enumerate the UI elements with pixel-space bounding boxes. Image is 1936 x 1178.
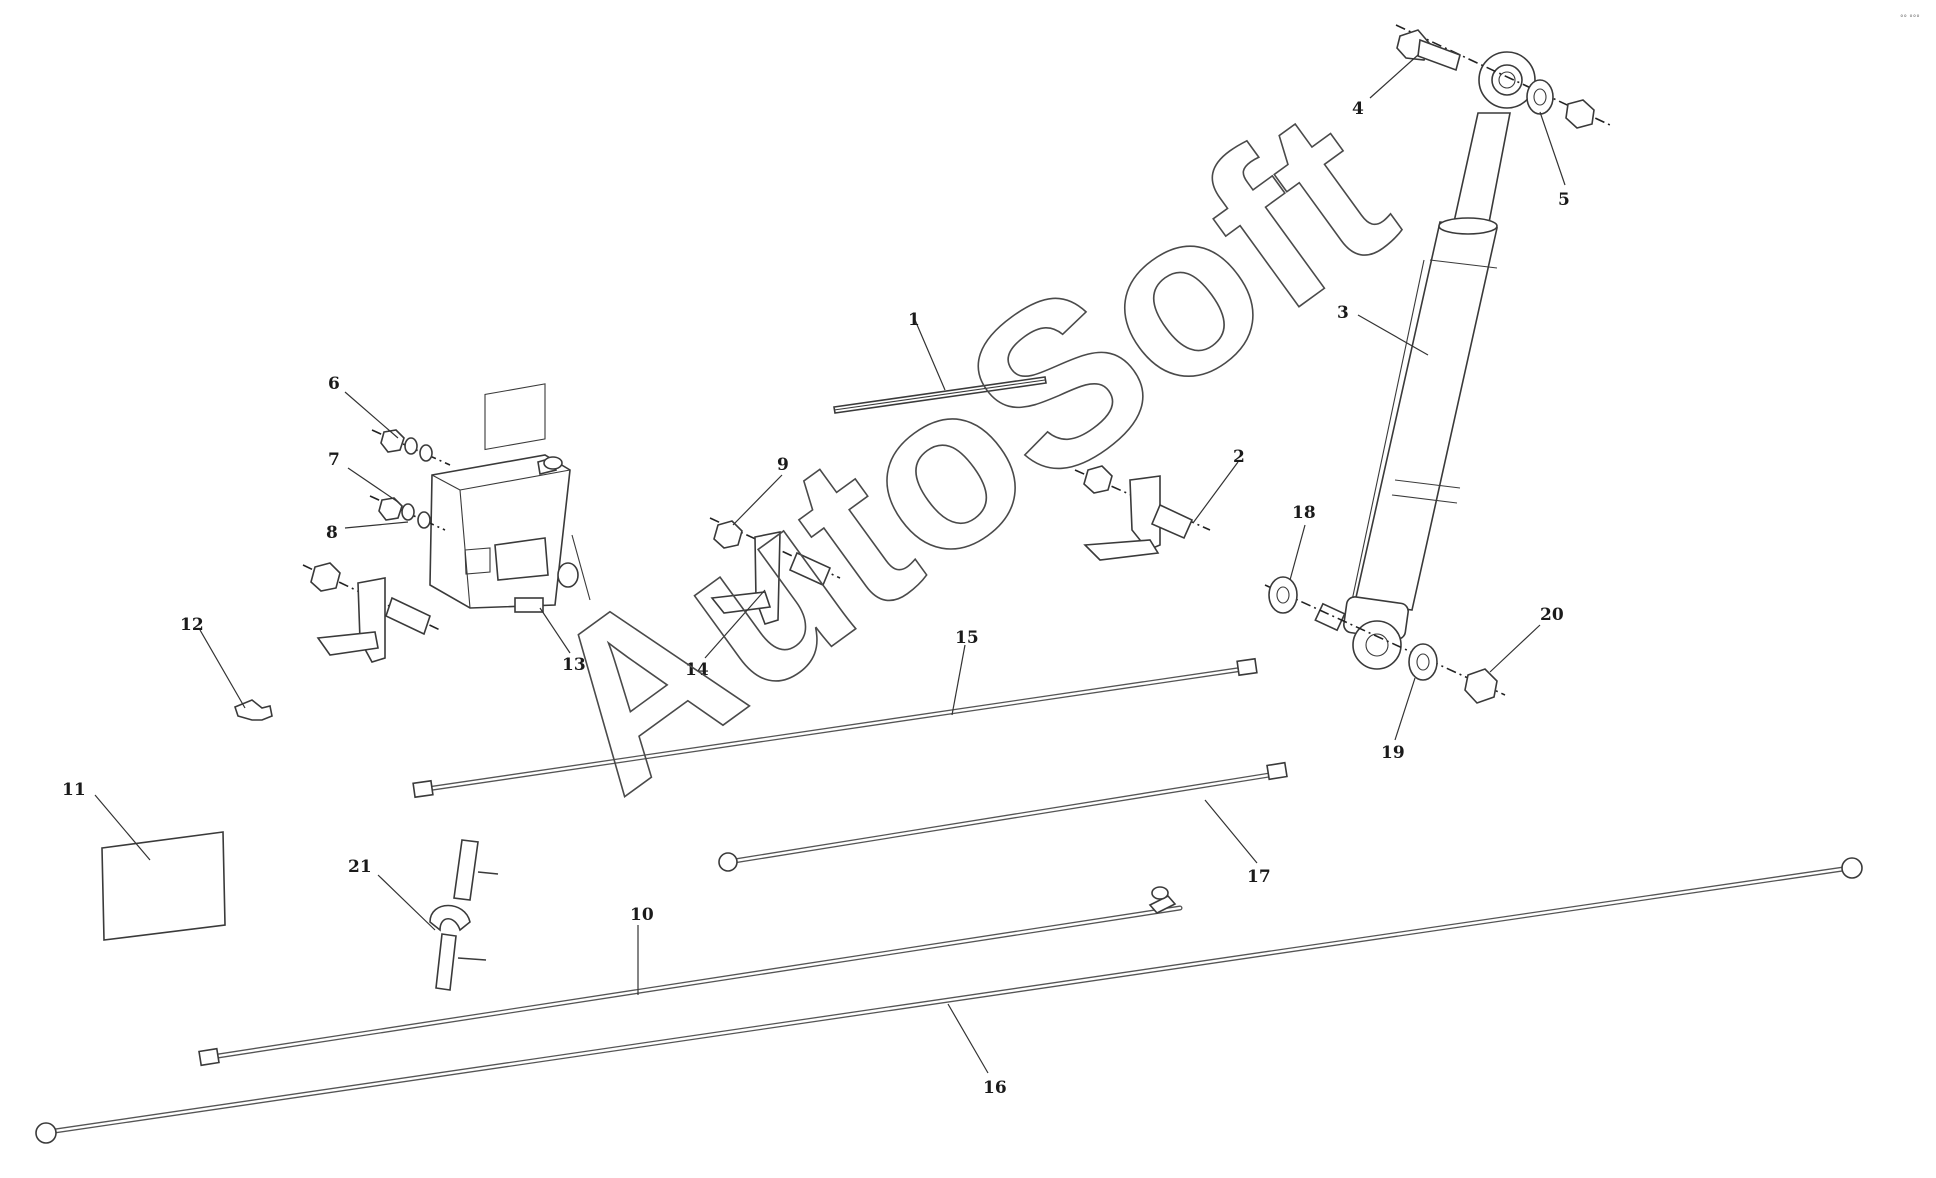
leader-lines [94, 54, 1566, 1074]
callout-4: 4 [1352, 99, 1364, 119]
part-19-washer [1408, 643, 1438, 681]
callout-19: 19 [1381, 743, 1405, 763]
callout-17: 17 [1247, 867, 1271, 887]
callout-2: 2 [1233, 447, 1245, 467]
hose-16 [35, 857, 1863, 1144]
part-12-fitting [234, 699, 273, 721]
callout-13: 13 [562, 655, 586, 675]
hose-10 [198, 886, 1183, 1067]
callout-1: 1 [908, 310, 920, 330]
callout-3: 3 [1337, 303, 1349, 323]
callout-8: 8 [326, 523, 338, 543]
axis-lower [1264, 584, 1506, 696]
part-18-washer [1268, 576, 1298, 614]
callout-9: 9 [777, 455, 789, 475]
callout-10: 10 [630, 905, 654, 925]
part-top-nut [1565, 99, 1595, 129]
callout-16: 16 [983, 1078, 1007, 1098]
callout-14: 14 [685, 660, 709, 680]
callout-6: 6 [328, 374, 340, 394]
callout-15: 15 [955, 628, 979, 648]
part-1-rod [833, 376, 1047, 414]
callout-labels: 1 2 3 4 5 6 7 8 9 10 11 12 13 14 15 16 1… [62, 99, 1570, 1098]
part-4-bolt [1396, 29, 1461, 72]
callout-11: 11 [62, 780, 86, 800]
part-3-strut [1314, 51, 1536, 670]
callout-18: 18 [1292, 503, 1316, 523]
hose-17 [718, 761, 1288, 872]
hose-15 [412, 657, 1258, 799]
part-20-nut [1464, 668, 1498, 704]
watermark-text: AutoSoft [498, 61, 1434, 840]
part-5-washer [1526, 79, 1554, 115]
part-11-plate [101, 831, 226, 941]
callout-5: 5 [1558, 190, 1570, 210]
part-14-bracket [709, 517, 841, 625]
callout-21: 21 [348, 857, 372, 877]
part-21-clamp [429, 839, 499, 991]
callout-20: 20 [1540, 605, 1564, 625]
callout-12: 12 [180, 615, 204, 635]
callout-7: 7 [328, 450, 340, 470]
corner-mark: °° °°° [1900, 14, 1920, 22]
part-13-pump [302, 383, 591, 663]
part-2-bracket [1074, 465, 1211, 561]
